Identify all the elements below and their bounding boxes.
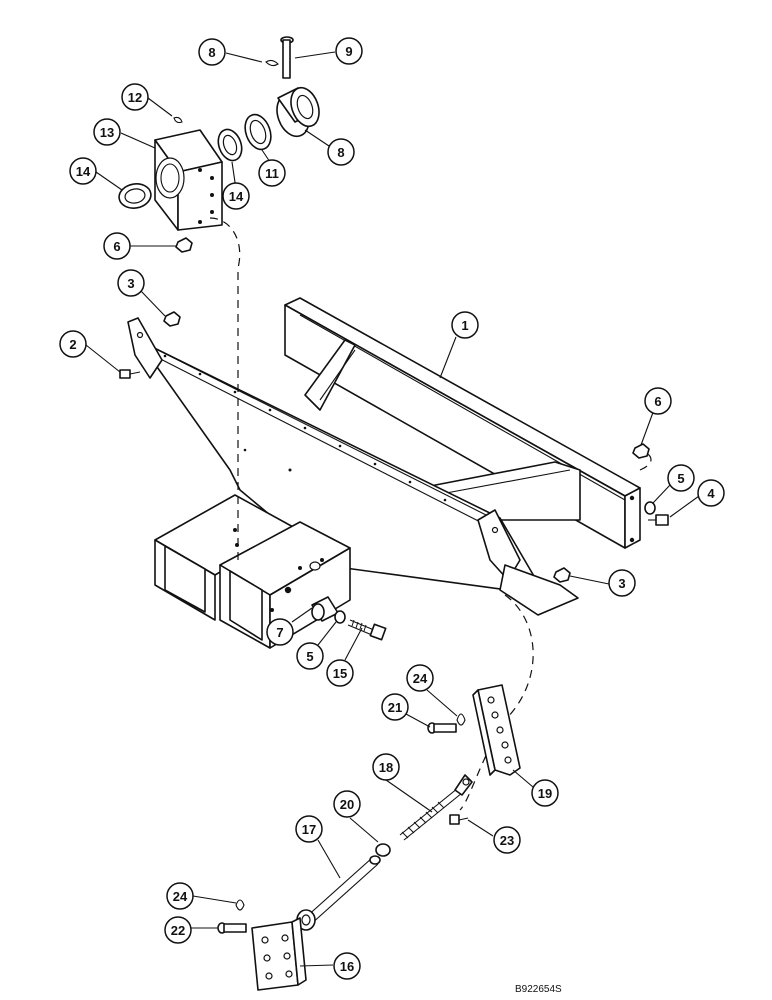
ring-11-drawing bbox=[244, 113, 272, 151]
callout-16: 16 bbox=[333, 952, 361, 980]
callout-24-lower: 24 bbox=[166, 882, 194, 910]
callout-label: 2 bbox=[69, 337, 76, 352]
callout-11: 11 bbox=[258, 159, 286, 187]
threaded-rod-18-drawing bbox=[399, 774, 473, 841]
rivet-row bbox=[163, 354, 447, 502]
callout-24-upper: 24 bbox=[406, 664, 434, 692]
callout-14-left: 14 bbox=[69, 157, 97, 185]
callout-10: 8 bbox=[198, 38, 226, 66]
callout-label: 19 bbox=[538, 786, 552, 801]
callout-3-right: 3 bbox=[608, 569, 636, 597]
callout-15: 15 bbox=[326, 659, 354, 687]
callout-label: 15 bbox=[333, 666, 347, 681]
callout-12: 12 bbox=[121, 83, 149, 111]
callout-label: 22 bbox=[171, 923, 185, 938]
callout-6-right: 6 bbox=[644, 387, 672, 415]
cotter-pin-24-lower-drawing bbox=[235, 899, 245, 911]
callout-label: 20 bbox=[340, 797, 354, 812]
callout-label: 4 bbox=[707, 486, 715, 501]
bolt-4-drawing bbox=[648, 514, 669, 526]
cotter-pin-10-drawing bbox=[265, 59, 279, 67]
callout-label: 24 bbox=[413, 671, 428, 686]
callout-label: 8 bbox=[208, 45, 215, 60]
callout-label: 7 bbox=[276, 625, 283, 640]
callout-label: 23 bbox=[500, 833, 514, 848]
callout-20: 20 bbox=[333, 790, 361, 818]
callout-9: 9 bbox=[335, 37, 363, 65]
callout-label: 9 bbox=[345, 44, 352, 59]
leader-lines bbox=[85, 51, 700, 967]
callout-label: 3 bbox=[618, 576, 625, 591]
callout-label: 24 bbox=[173, 889, 188, 904]
callout-22: 22 bbox=[164, 916, 192, 944]
callout-13: 13 bbox=[93, 118, 121, 146]
main-frame-assembly bbox=[127, 297, 641, 649]
bracket-19-drawing bbox=[472, 684, 521, 776]
cotter-pin-24-upper-drawing bbox=[456, 713, 466, 726]
callout-label: 21 bbox=[388, 700, 402, 715]
nut-3-right-drawing bbox=[553, 567, 571, 583]
callout-label: 1 bbox=[461, 318, 468, 333]
callout-21: 21 bbox=[381, 693, 409, 721]
callout-label: 18 bbox=[379, 760, 393, 775]
bearing-assembly bbox=[118, 36, 320, 379]
callout-label: 17 bbox=[302, 822, 316, 837]
callout-6-top: 6 bbox=[103, 232, 131, 260]
callout-4: 4 bbox=[697, 479, 725, 507]
callout-label: 3 bbox=[127, 276, 134, 291]
bearing-plate-13-drawing bbox=[154, 129, 223, 231]
bolt-15-drawing bbox=[347, 619, 387, 641]
callout-label: 5 bbox=[306, 649, 313, 664]
assembly-line-right bbox=[639, 451, 652, 471]
callout-5-lower: 5 bbox=[296, 642, 324, 670]
bolt-2-drawing bbox=[119, 369, 141, 379]
callout-label: 5 bbox=[677, 471, 684, 486]
bushing-14-right-drawing bbox=[217, 128, 243, 162]
callout-2: 2 bbox=[59, 330, 87, 358]
callout-19: 19 bbox=[531, 779, 559, 807]
rod-17-drawing bbox=[296, 855, 381, 931]
bushing-14-left-drawing bbox=[118, 183, 152, 209]
callout-8: 8 bbox=[327, 138, 355, 166]
callout-label: 11 bbox=[265, 166, 279, 181]
callout-3-top: 3 bbox=[117, 269, 145, 297]
callout-17: 17 bbox=[295, 815, 323, 843]
washer-5-lower-drawing bbox=[334, 610, 346, 624]
callout-1: 1 bbox=[451, 311, 479, 339]
callout-label: 14 bbox=[229, 189, 244, 204]
nut-20-drawing bbox=[375, 843, 391, 857]
spacer-7-drawing bbox=[311, 596, 339, 622]
callout-5-right: 5 bbox=[667, 464, 695, 492]
callout-23: 23 bbox=[493, 826, 521, 854]
callout-18: 18 bbox=[372, 753, 400, 781]
callout-label: 12 bbox=[128, 90, 142, 105]
callout-label: 8 bbox=[337, 145, 344, 160]
nut-6-top-drawing bbox=[175, 237, 193, 253]
callout-label: 14 bbox=[76, 164, 91, 179]
bolt-23-drawing bbox=[449, 814, 469, 825]
callout-14-right: 14 bbox=[222, 182, 250, 210]
pin-22-drawing bbox=[217, 922, 247, 934]
nut-3-top-drawing bbox=[163, 311, 181, 327]
figure-id: B922654S bbox=[515, 984, 562, 995]
callout-7: 7 bbox=[266, 618, 294, 646]
pin-9-drawing bbox=[280, 36, 294, 79]
pin-21-drawing bbox=[427, 722, 457, 734]
callout-label: 6 bbox=[654, 394, 661, 409]
washer-5-right-drawing bbox=[644, 501, 656, 515]
bracket-16-drawing bbox=[251, 917, 307, 991]
callout-label: 6 bbox=[113, 239, 120, 254]
callout-label: 13 bbox=[100, 125, 114, 140]
cotter-pin-12-drawing bbox=[173, 116, 183, 124]
callout-label: 16 bbox=[340, 959, 354, 974]
assembly-line-top bbox=[209, 217, 241, 560]
nut-6-right-drawing bbox=[632, 443, 650, 459]
bushing-8-drawing bbox=[276, 86, 320, 138]
